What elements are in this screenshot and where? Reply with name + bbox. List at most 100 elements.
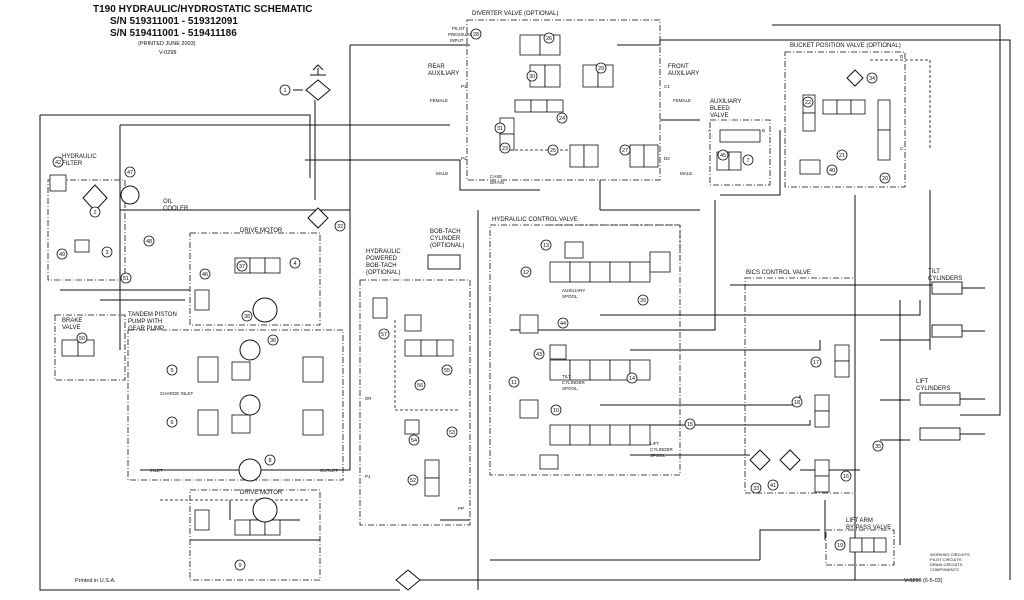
svg-text:PILOT: PILOT <box>452 26 465 31</box>
bucket-position-valve-box <box>784 51 906 188</box>
serial-range-2: S/N 519411001 - 519411186 <box>110 28 237 39</box>
svg-text:23: 23 <box>502 146 508 152</box>
svg-text:8: 8 <box>268 458 271 464</box>
svg-text:CYLINDER: CYLINDER <box>650 447 674 452</box>
callout-50: 50 <box>76 332 88 344</box>
svg-text:46: 46 <box>202 272 208 278</box>
svg-text:7: 7 <box>746 158 749 164</box>
svg-text:3: 3 <box>105 250 108 256</box>
svg-text:FILTER: FILTER <box>62 161 83 167</box>
svg-text:POWERED: POWERED <box>366 256 398 262</box>
callout-40: 40 <box>826 164 838 176</box>
filter-bottom <box>395 569 421 591</box>
printed-in: Printed in U.S.A. <box>75 578 116 584</box>
svg-text:MALE: MALE <box>680 171 692 176</box>
svg-text:10: 10 <box>553 408 559 414</box>
svg-text:INPUT: INPUT <box>450 38 464 43</box>
gear-pump <box>238 458 262 482</box>
svg-text:AUXILIARY: AUXILIARY <box>710 99 741 105</box>
callout-9: 9 <box>234 559 246 571</box>
svg-text:PP: PP <box>458 506 464 511</box>
svg-text:19: 19 <box>837 543 843 549</box>
reservoir-icon <box>310 64 326 76</box>
svg-text:42: 42 <box>55 160 61 166</box>
drive-motor-bottom <box>252 497 278 523</box>
callout-44: 44 <box>557 317 569 329</box>
svg-text:26: 26 <box>546 36 552 42</box>
svg-text:FEMALE: FEMALE <box>673 98 691 103</box>
svg-text:BY PASS VALVE: BY PASS VALVE <box>846 525 891 531</box>
svg-text:D2: D2 <box>664 156 670 161</box>
svg-text:AUXILIARY: AUXILIARY <box>668 71 699 77</box>
svg-text:54: 54 <box>411 438 417 444</box>
svg-text:REAR: REAR <box>428 64 445 70</box>
svg-text:40: 40 <box>829 168 835 174</box>
bucket-check <box>846 69 864 87</box>
callout-49: 49 <box>56 248 68 260</box>
svg-text:C1: C1 <box>664 84 670 89</box>
svg-text:P1: P1 <box>461 84 467 89</box>
svg-text:18: 18 <box>794 400 800 406</box>
callout-48: 48 <box>143 235 155 247</box>
brake-valve-box <box>54 314 126 381</box>
svg-text:31: 31 <box>497 126 503 132</box>
svg-text:DRAIN: DRAIN <box>490 180 504 185</box>
svg-text:LIFT: LIFT <box>916 379 929 385</box>
svg-text:SPOOL: SPOOL <box>562 294 578 299</box>
callout-19: 19 <box>834 539 846 551</box>
svg-text:VALVE: VALVE <box>62 325 80 331</box>
svg-text:CYLINDERS: CYLINDERS <box>916 386 950 392</box>
svg-text:29: 29 <box>598 66 604 72</box>
svg-text:53: 53 <box>449 430 455 436</box>
bics-filter-1 <box>749 449 771 471</box>
svg-text:1: 1 <box>283 88 286 94</box>
callout-39: 39 <box>637 294 649 306</box>
svg-text:OUTLET: OUTLET <box>320 468 338 473</box>
svg-text:21: 21 <box>839 153 845 159</box>
tandem-pump-box <box>127 329 344 481</box>
svg-text:D: D <box>900 54 904 59</box>
svg-text:SPOOL: SPOOL <box>650 453 666 458</box>
callout-2: 2 <box>89 206 101 218</box>
callout-17: 17 <box>810 356 822 368</box>
svg-text:34: 34 <box>869 76 875 82</box>
legend-components: COMPONENTS <box>930 567 959 572</box>
legend-drain: DRAIN CIRCUITS <box>930 562 963 567</box>
callout-45: 45 <box>717 149 729 161</box>
schematic-title: T190 HYDRAULIC/HYDROSTATIC SCHEMATIC <box>93 4 313 15</box>
svg-text:15: 15 <box>687 422 693 428</box>
callout-7: 7 <box>742 154 754 166</box>
hcv-label: HYDRAULIC CONTROL VALVE <box>492 217 578 223</box>
callout-5: 5 <box>166 364 178 376</box>
callout-35: 35 <box>872 440 884 452</box>
svg-text:9: 9 <box>238 563 241 569</box>
drive-motor-top <box>252 297 278 323</box>
svg-text:41: 41 <box>770 483 776 489</box>
svg-text:TILT: TILT <box>928 269 940 275</box>
callout-24: 24 <box>556 112 568 124</box>
svg-text:GEAR PUMP: GEAR PUMP <box>128 326 164 332</box>
callout-41: 41 <box>767 479 779 491</box>
hydraulic-filter-box <box>47 179 126 281</box>
svg-text:38: 38 <box>244 314 250 320</box>
svg-text:CYLINDERS: CYLINDERS <box>928 276 962 282</box>
callout-1: 1 <box>279 84 291 96</box>
serial-range-1: S/N 519311001 - 519312091 <box>110 16 238 27</box>
svg-text:BOB-TACH: BOB-TACH <box>430 229 461 235</box>
diverter-label: DIVERTER VALVE (OPTIONAL) <box>472 11 558 17</box>
callout-43: 43 <box>533 348 545 360</box>
svg-text:49: 49 <box>59 252 65 258</box>
svg-text:35: 35 <box>875 444 881 450</box>
callout-54: 54 <box>408 434 420 446</box>
bucket-position-label: BUCKET POSITION VALVE (OPTIONAL) <box>790 43 901 49</box>
svg-text:DR: DR <box>365 396 372 401</box>
svg-text:48: 48 <box>146 239 152 245</box>
svg-text:36: 36 <box>270 338 276 344</box>
svg-text:12: 12 <box>523 270 529 276</box>
svg-text:22: 22 <box>805 100 811 106</box>
callout-25: 25 <box>547 144 559 156</box>
gauge <box>120 185 140 205</box>
svg-text:11: 11 <box>511 380 517 386</box>
callout-10: 10 <box>550 404 562 416</box>
reservoir-filter <box>305 79 331 101</box>
